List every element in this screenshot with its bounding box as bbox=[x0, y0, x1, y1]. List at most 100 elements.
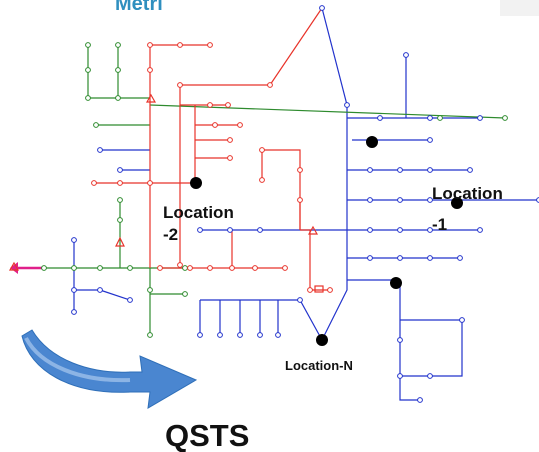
bus-node bbox=[93, 122, 99, 128]
bus-node bbox=[177, 42, 183, 48]
bus-node bbox=[117, 197, 123, 203]
bus-node bbox=[182, 265, 188, 271]
bus-node bbox=[297, 167, 303, 173]
triangle-regulator-icon bbox=[8, 261, 20, 271]
bus-node bbox=[237, 122, 243, 128]
bus-node bbox=[437, 115, 443, 121]
bus-node bbox=[117, 217, 123, 223]
bus-node bbox=[297, 197, 303, 203]
bus-node bbox=[147, 332, 153, 338]
triangle-regulator-icon bbox=[145, 93, 157, 103]
bus-nodes bbox=[41, 5, 539, 403]
bus-node bbox=[477, 115, 483, 121]
bus-node bbox=[427, 255, 433, 261]
bus-node bbox=[147, 287, 153, 293]
triangle-regulator-icon bbox=[307, 225, 319, 235]
bus-node bbox=[117, 167, 123, 173]
location-1-label-line1: Location bbox=[432, 184, 503, 203]
curved-arrow-icon bbox=[21, 329, 198, 409]
bus-node bbox=[182, 291, 188, 297]
bus-node bbox=[397, 337, 403, 343]
bus-node bbox=[427, 115, 433, 121]
location-2-label-line2: -2 bbox=[163, 225, 178, 244]
bus-node bbox=[71, 237, 77, 243]
bus-node bbox=[477, 227, 483, 233]
bus-node bbox=[237, 332, 243, 338]
bus-node bbox=[147, 67, 153, 73]
bus-node bbox=[267, 82, 273, 88]
bus-node bbox=[403, 52, 409, 58]
location-1-label-line2: -1 bbox=[432, 215, 447, 234]
bus-node bbox=[71, 309, 77, 315]
bus-node bbox=[367, 255, 373, 261]
bus-node bbox=[397, 197, 403, 203]
bus-node bbox=[229, 265, 235, 271]
bus-node bbox=[257, 227, 263, 233]
bus-node bbox=[227, 155, 233, 161]
bus-node bbox=[417, 397, 423, 403]
qsts-label: QSTS bbox=[165, 418, 249, 452]
triangle-regulator-icon bbox=[115, 236, 125, 247]
bus-node bbox=[127, 297, 133, 303]
bus-node bbox=[85, 95, 91, 101]
bus-node bbox=[397, 227, 403, 233]
capacitor-icon bbox=[314, 285, 324, 293]
header-bar bbox=[500, 0, 539, 16]
bus-node bbox=[319, 5, 325, 11]
bus-node bbox=[115, 67, 121, 73]
location-dot bbox=[366, 136, 378, 148]
header-partial-text: Metri bbox=[115, 0, 163, 15]
bus-node bbox=[257, 332, 263, 338]
bus-node bbox=[85, 42, 91, 48]
bus-node bbox=[217, 332, 223, 338]
bus-node bbox=[225, 102, 231, 108]
bus-node bbox=[41, 265, 47, 271]
bus-node bbox=[147, 180, 153, 186]
bus-node bbox=[297, 297, 303, 303]
regulator-icons bbox=[8, 93, 324, 293]
bus-node bbox=[97, 287, 103, 293]
location-2-label-line1: Location bbox=[163, 203, 234, 222]
bus-node bbox=[252, 265, 258, 271]
bus-node bbox=[502, 115, 508, 121]
bus-node bbox=[397, 255, 403, 261]
bus-node bbox=[367, 227, 373, 233]
bus-node bbox=[259, 177, 265, 183]
bus-node bbox=[97, 147, 103, 153]
bus-node bbox=[147, 42, 153, 48]
bus-node bbox=[212, 122, 218, 128]
bus-node bbox=[127, 265, 133, 271]
bus-node bbox=[427, 227, 433, 233]
bus-node bbox=[344, 102, 350, 108]
source-icon bbox=[10, 262, 18, 274]
bus-node bbox=[115, 42, 121, 48]
location-1-dot bbox=[451, 197, 463, 209]
bus-node bbox=[207, 102, 213, 108]
bus-node bbox=[327, 287, 333, 293]
bus-node bbox=[177, 82, 183, 88]
bus-node bbox=[397, 373, 403, 379]
bus-node bbox=[457, 255, 463, 261]
bus-node bbox=[71, 287, 77, 293]
bus-node bbox=[197, 332, 203, 338]
bus-node bbox=[397, 167, 403, 173]
bus-node bbox=[207, 265, 213, 271]
bus-node bbox=[157, 265, 163, 271]
bus-node bbox=[459, 317, 465, 323]
bus-node bbox=[427, 197, 433, 203]
location-dot bbox=[390, 277, 402, 289]
bus-node bbox=[367, 167, 373, 173]
bus-node bbox=[427, 373, 433, 379]
bus-node bbox=[377, 115, 383, 121]
bus-node bbox=[187, 265, 193, 271]
bus-node bbox=[197, 227, 203, 233]
location-n-dot bbox=[316, 334, 328, 346]
bus-node bbox=[227, 227, 233, 233]
blue-feeder bbox=[73, 7, 539, 401]
bus-node bbox=[275, 332, 281, 338]
bus-node bbox=[177, 262, 183, 268]
bus-node bbox=[71, 265, 77, 271]
location-n-label: Location-N bbox=[285, 358, 353, 373]
bus-node bbox=[259, 147, 265, 153]
